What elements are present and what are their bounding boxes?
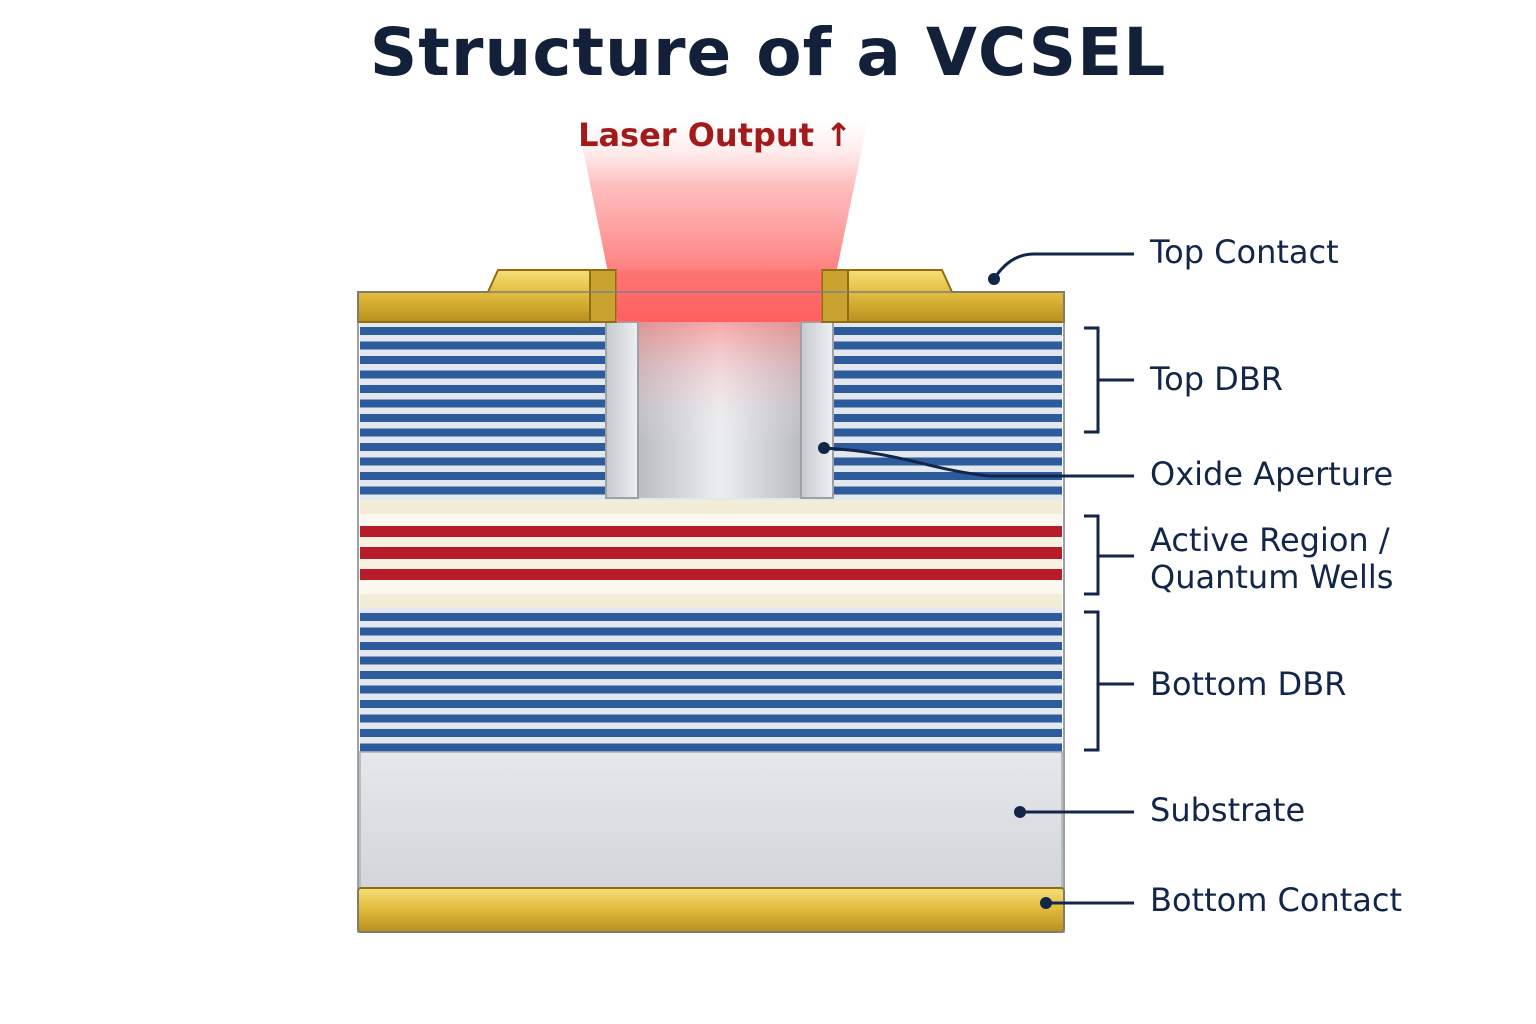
top-contact-left xyxy=(357,269,593,323)
bottom-dbr-stack xyxy=(360,608,1062,752)
top-contact-right xyxy=(847,269,1065,323)
bracket-top-dbr xyxy=(1084,326,1134,434)
bottom-dbr-layer-4 xyxy=(360,656,1062,665)
spacer-1 xyxy=(360,537,1062,547)
cladding-upper xyxy=(360,500,1062,514)
dot-oxide-aperture xyxy=(818,442,830,454)
device-outline xyxy=(357,291,1065,933)
cladding-upper-2 xyxy=(360,514,1062,526)
bottom-dbr-layer-9 xyxy=(360,729,1062,737)
oxide-wall-left xyxy=(605,321,639,499)
bottom-dbr-layer-3 xyxy=(360,642,1062,650)
laser-output-label: Laser Output ↑ xyxy=(578,116,852,154)
leader-oxide-aperture xyxy=(823,446,1134,478)
bottom-dbr-layer-2 xyxy=(360,627,1062,636)
bottom-dbr-layer-8 xyxy=(360,714,1062,723)
label-oxide-aperture: Oxide Aperture xyxy=(1150,455,1394,493)
oxide-wall-right xyxy=(800,321,834,499)
substrate-layer xyxy=(359,751,1063,889)
dot-substrate xyxy=(1014,806,1026,818)
quantum-well-1 xyxy=(360,526,1062,537)
label-bottom-contact: Bottom Contact xyxy=(1150,881,1403,919)
label-top-dbr: Top DBR xyxy=(1150,360,1283,398)
top-contact-inner-right xyxy=(821,269,849,323)
aperture-glow xyxy=(638,322,802,442)
label-active-region-line2: Quantum Wells xyxy=(1150,558,1394,596)
bottom-dbr-layer-5 xyxy=(360,671,1062,679)
bracket-bottom-dbr xyxy=(1084,610,1134,752)
label-substrate: Substrate xyxy=(1150,791,1306,829)
bottom-dbr-layer-6 xyxy=(360,685,1062,694)
beam-in-gap xyxy=(616,270,822,322)
bottom-dbr-layer-7 xyxy=(360,700,1062,708)
spacer-2 xyxy=(360,559,1062,569)
label-bottom-dbr: Bottom DBR xyxy=(1150,665,1347,703)
top-contact-inner-left xyxy=(589,269,617,323)
bottom-dbr-layer-10 xyxy=(360,743,1062,752)
leader-top-contact xyxy=(992,252,1134,280)
label-active-region-line1: Active Region / xyxy=(1150,521,1390,559)
leader-dots xyxy=(818,273,1052,909)
quantum-well-3 xyxy=(360,569,1062,580)
bracket-active-region xyxy=(1084,514,1134,596)
dot-bottom-contact xyxy=(1040,897,1052,909)
quantum-well-2 xyxy=(360,547,1062,559)
label-top-contact: Top Contact xyxy=(1150,233,1339,271)
cladding-lower xyxy=(360,580,1062,594)
leader-lines xyxy=(823,252,1134,905)
cladding-lower-2 xyxy=(360,594,1062,608)
dot-top-contact xyxy=(988,273,1000,285)
laser-beam xyxy=(575,110,870,322)
diagram-title: Structure of a VCSEL xyxy=(369,14,1167,91)
bottom-contact-layer xyxy=(357,887,1065,933)
bottom-dbr-layer-1 xyxy=(360,613,1062,621)
